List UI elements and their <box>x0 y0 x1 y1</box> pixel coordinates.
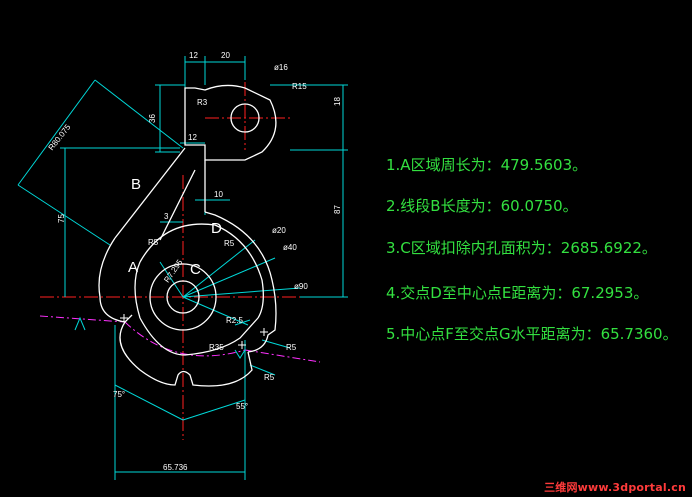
region-labels: B A C D <box>128 176 222 278</box>
dim-12-top: 12 <box>189 51 198 60</box>
dim-20: 20 <box>221 51 230 60</box>
dim-phi40: ø40 <box>283 243 297 252</box>
result-3: 3.C区域扣除内孔面积为：2685.6922。 <box>386 239 657 257</box>
region-label-b: B <box>131 176 141 193</box>
dim-36: 36 <box>148 114 157 123</box>
dim-phi90: ø90 <box>294 282 308 291</box>
dim-10: 10 <box>214 190 223 199</box>
dim-r5-c: R5 <box>286 343 297 352</box>
results-list: 1.A区域周长为：479.5603。 2.线段B长度为：60.0750。 3.C… <box>386 156 678 343</box>
construction-arc <box>39 315 321 363</box>
dim-55: 55° <box>236 402 248 411</box>
result-2: 2.线段B长度为：60.0750。 <box>386 197 578 215</box>
dim-12-mid: 12 <box>188 133 197 142</box>
watermark: 三维网www.3dportal.cn <box>544 481 686 494</box>
dim-phi16: ø16 <box>274 63 288 72</box>
region-label-d: D <box>211 220 222 237</box>
region-label-c: C <box>190 261 201 278</box>
dim-18: 18 <box>333 97 342 106</box>
result-5: 5.中心点F至交点G水平距离为：65.7360。 <box>386 325 678 343</box>
dim-r15: R15 <box>292 82 307 91</box>
dim-r35: R35 <box>209 343 224 352</box>
result-1: 1.A区域周长为：479.5603。 <box>386 156 587 174</box>
dim-angle-75: 75° <box>113 390 125 399</box>
dim-87: 87 <box>333 205 342 214</box>
dim-r5-a: R5 <box>148 238 159 247</box>
dim-r3: R3 <box>197 98 208 107</box>
dim-r5-b: R5 <box>224 239 235 248</box>
marker-crosses <box>120 314 268 349</box>
result-4: 4.交点D至中心点E距离为：67.2953。 <box>386 284 648 302</box>
dim-3: 3 <box>164 212 169 221</box>
dim-65-736: 65.736 <box>163 463 188 472</box>
dim-r2-5: R2.5 <box>226 316 243 325</box>
dim-75: 75 <box>57 214 66 223</box>
part-outline <box>98 84 277 387</box>
dim-phi20: ø20 <box>272 226 286 235</box>
dim-r5-d: R5 <box>264 373 275 382</box>
region-label-a: A <box>128 259 138 276</box>
